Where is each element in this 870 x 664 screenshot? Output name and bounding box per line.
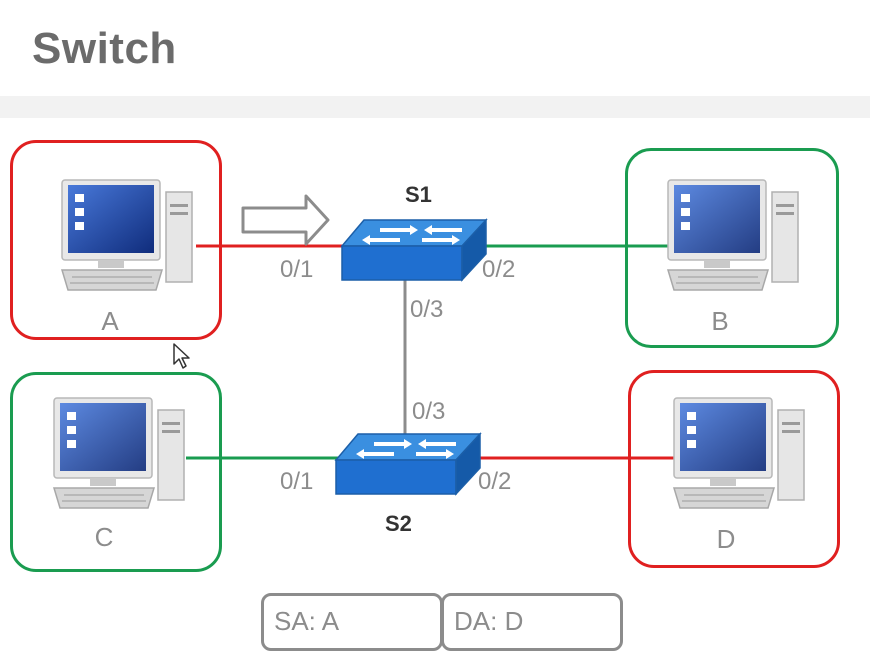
slide-title: Switch	[32, 24, 177, 73]
host-box-d[interactable]	[628, 370, 840, 568]
port-label-s1-p3: 0/3	[410, 296, 444, 323]
port-label-s1-p2: 0/2	[482, 256, 516, 283]
desktop-computer-icon	[60, 179, 193, 291]
desktop-computer-icon	[672, 397, 805, 509]
switch-label-s2: S2	[385, 511, 412, 536]
title-divider	[0, 96, 870, 118]
host-label-c: C	[94, 522, 114, 552]
port-label-s2-p1: 0/1	[280, 468, 314, 495]
port-label-s2-p3: 0/3	[412, 398, 446, 425]
port-label-s2-p2: 0/2	[478, 468, 512, 495]
frame-source-address: SA: A	[261, 593, 443, 651]
host-label-a: A	[101, 306, 119, 336]
right-arrow-icon	[241, 194, 330, 246]
host-label-d: D	[716, 524, 736, 554]
desktop-computer-icon	[52, 397, 185, 509]
host-box-b[interactable]	[625, 148, 839, 348]
host-box-c[interactable]	[10, 372, 222, 572]
host-box-a[interactable]	[10, 140, 222, 340]
mouse-cursor-icon	[173, 343, 190, 369]
desktop-computer-icon	[666, 179, 799, 291]
host-label-b: B	[711, 306, 729, 336]
port-label-s1-p1: 0/1	[280, 256, 314, 283]
network-switch-icon[interactable]	[340, 216, 490, 286]
network-switch-icon[interactable]	[334, 430, 484, 500]
frame-destination-address: DA: D	[441, 593, 623, 651]
switch-label-s1: S1	[405, 182, 432, 207]
